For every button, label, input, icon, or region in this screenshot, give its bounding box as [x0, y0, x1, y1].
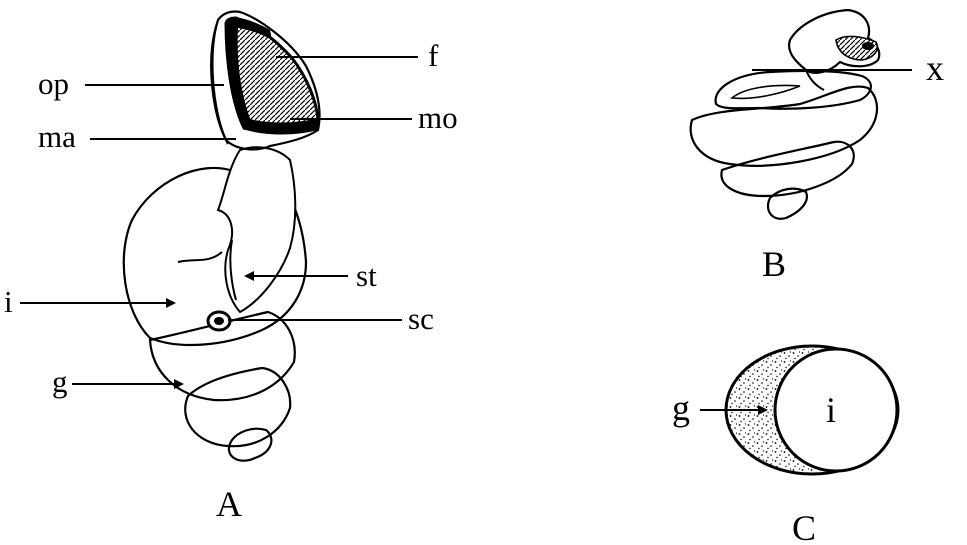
panel-label-c: C: [792, 508, 816, 545]
stomach-region: [218, 147, 295, 312]
label-i: i: [4, 284, 13, 319]
label-g: g: [52, 364, 68, 399]
figure-b: x B: [691, 10, 944, 284]
stomach-inner-line: [178, 252, 222, 262]
spiral-lumen: [732, 86, 800, 99]
figure-a: f op mo ma st i sc g A: [4, 11, 458, 524]
label-f: f: [428, 38, 439, 73]
eye-spot: [862, 42, 874, 50]
style-sac-core: [214, 317, 224, 325]
panel-label-a: A: [216, 484, 242, 524]
arrowhead-i: [166, 298, 176, 308]
label-op: op: [38, 66, 69, 101]
panel-label-b: B: [762, 244, 786, 284]
label-g-c: g: [672, 388, 690, 428]
label-x: x: [926, 48, 944, 88]
label-i-c: i: [826, 390, 836, 430]
label-ma: ma: [38, 119, 76, 154]
spiral-top-whorl: [716, 71, 871, 109]
label-sc: sc: [408, 301, 434, 336]
label-st: st: [356, 258, 377, 293]
label-mo: mo: [418, 100, 458, 135]
figure-c: g i C: [672, 346, 898, 545]
spiral-bottom-coil: [721, 142, 853, 196]
